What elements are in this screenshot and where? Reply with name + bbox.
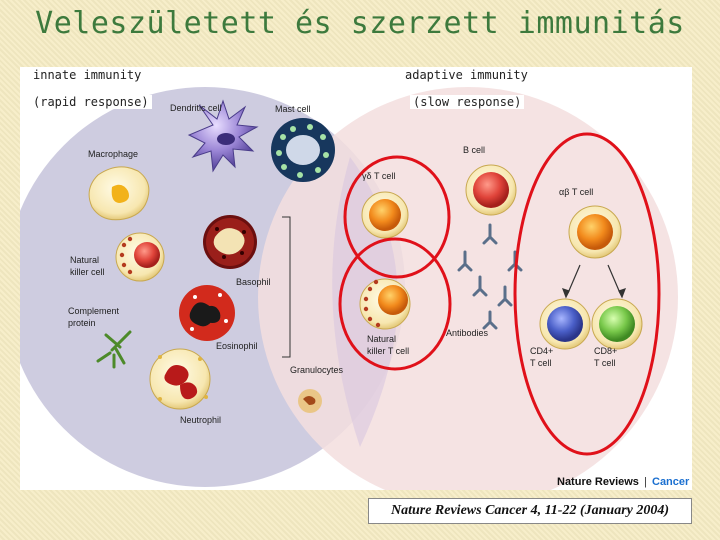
ab-t-cell-highlight bbox=[513, 132, 661, 456]
logo-separator: | bbox=[644, 476, 647, 488]
mast-cell-label: Mast cell bbox=[275, 104, 311, 114]
nature-reviews-logo: Nature Reviews | Cancer bbox=[557, 476, 690, 488]
nk-cell-label-1: Natural bbox=[70, 255, 99, 265]
differentiation-arrows bbox=[561, 264, 627, 299]
gd-t-cell-label: γδ T cell bbox=[362, 171, 395, 181]
nkt-cell-highlight bbox=[338, 237, 452, 371]
logo-section: Cancer bbox=[652, 476, 690, 488]
macrophage-icon bbox=[88, 166, 150, 221]
gd-t-cell-icon bbox=[361, 191, 409, 239]
cd4-t-cell-label-2: T cell bbox=[530, 358, 551, 368]
b-cell-label: B cell bbox=[463, 145, 485, 155]
cd8-t-cell-label-2: T cell bbox=[594, 358, 615, 368]
gd-t-cell-highlight bbox=[343, 155, 451, 279]
granulocytes-bracket bbox=[282, 216, 291, 358]
eosinophil-icon bbox=[179, 285, 235, 341]
cd8-t-cell-icon bbox=[591, 298, 643, 350]
antibodies-label: Antibodies bbox=[446, 328, 489, 338]
immunity-diagram: Dendritic cell Mast cell Macrophage Natu… bbox=[5, 87, 690, 507]
complement-label-2: protein bbox=[68, 318, 96, 328]
antibodies-icon bbox=[457, 223, 523, 330]
basophil-icon bbox=[203, 215, 257, 269]
nk-cell-icon bbox=[115, 232, 165, 282]
b-cell-icon bbox=[465, 164, 517, 216]
dendritic-cell-label: Dendritic cell bbox=[170, 103, 222, 113]
complement-label-1: Complement bbox=[68, 306, 120, 316]
neutrophil-label: Neutrophil bbox=[180, 415, 221, 425]
basophil-label: Basophil bbox=[236, 277, 271, 287]
nk-cell-label-2: killer cell bbox=[70, 267, 105, 277]
cd4-t-cell-icon bbox=[539, 298, 591, 350]
diagram-panel: Dendritic cell Mast cell Macrophage Natu… bbox=[5, 67, 692, 507]
page-title: Veleszületett és szerzett immunitás bbox=[35, 6, 685, 41]
nkt-cell-label-2: killer T cell bbox=[367, 346, 409, 356]
neutrophil-icon bbox=[149, 348, 211, 410]
innate-response-label: (rapid response) bbox=[30, 95, 152, 109]
complement-protein-icon bbox=[96, 330, 132, 369]
logo-brand: Nature Reviews bbox=[557, 476, 639, 488]
nkt-cell-label-1: Natural bbox=[367, 334, 396, 344]
innate-immunity-label: innate immunity bbox=[30, 68, 145, 82]
eosinophil-label: Eosinophil bbox=[216, 341, 258, 351]
cd8-t-cell-label-1: CD8+ bbox=[594, 346, 617, 356]
citation: Nature Reviews Cancer 4, 11-22 (January … bbox=[368, 498, 692, 524]
ab-t-cell-icon bbox=[568, 205, 622, 259]
adaptive-response-label: (slow response) bbox=[410, 95, 525, 109]
granulocyte-small-icon bbox=[298, 389, 322, 413]
cd4-t-cell-label-1: CD4+ bbox=[530, 346, 553, 356]
adaptive-immunity-label: adaptive immunity bbox=[402, 68, 531, 82]
nkt-cell-icon bbox=[359, 278, 411, 330]
dendritic-cell-icon bbox=[187, 99, 259, 173]
granulocytes-label: Granulocytes bbox=[290, 365, 344, 375]
ab-t-cell-label: αβ T cell bbox=[559, 187, 593, 197]
mast-cell-icon bbox=[271, 118, 335, 182]
macrophage-label: Macrophage bbox=[88, 149, 138, 159]
